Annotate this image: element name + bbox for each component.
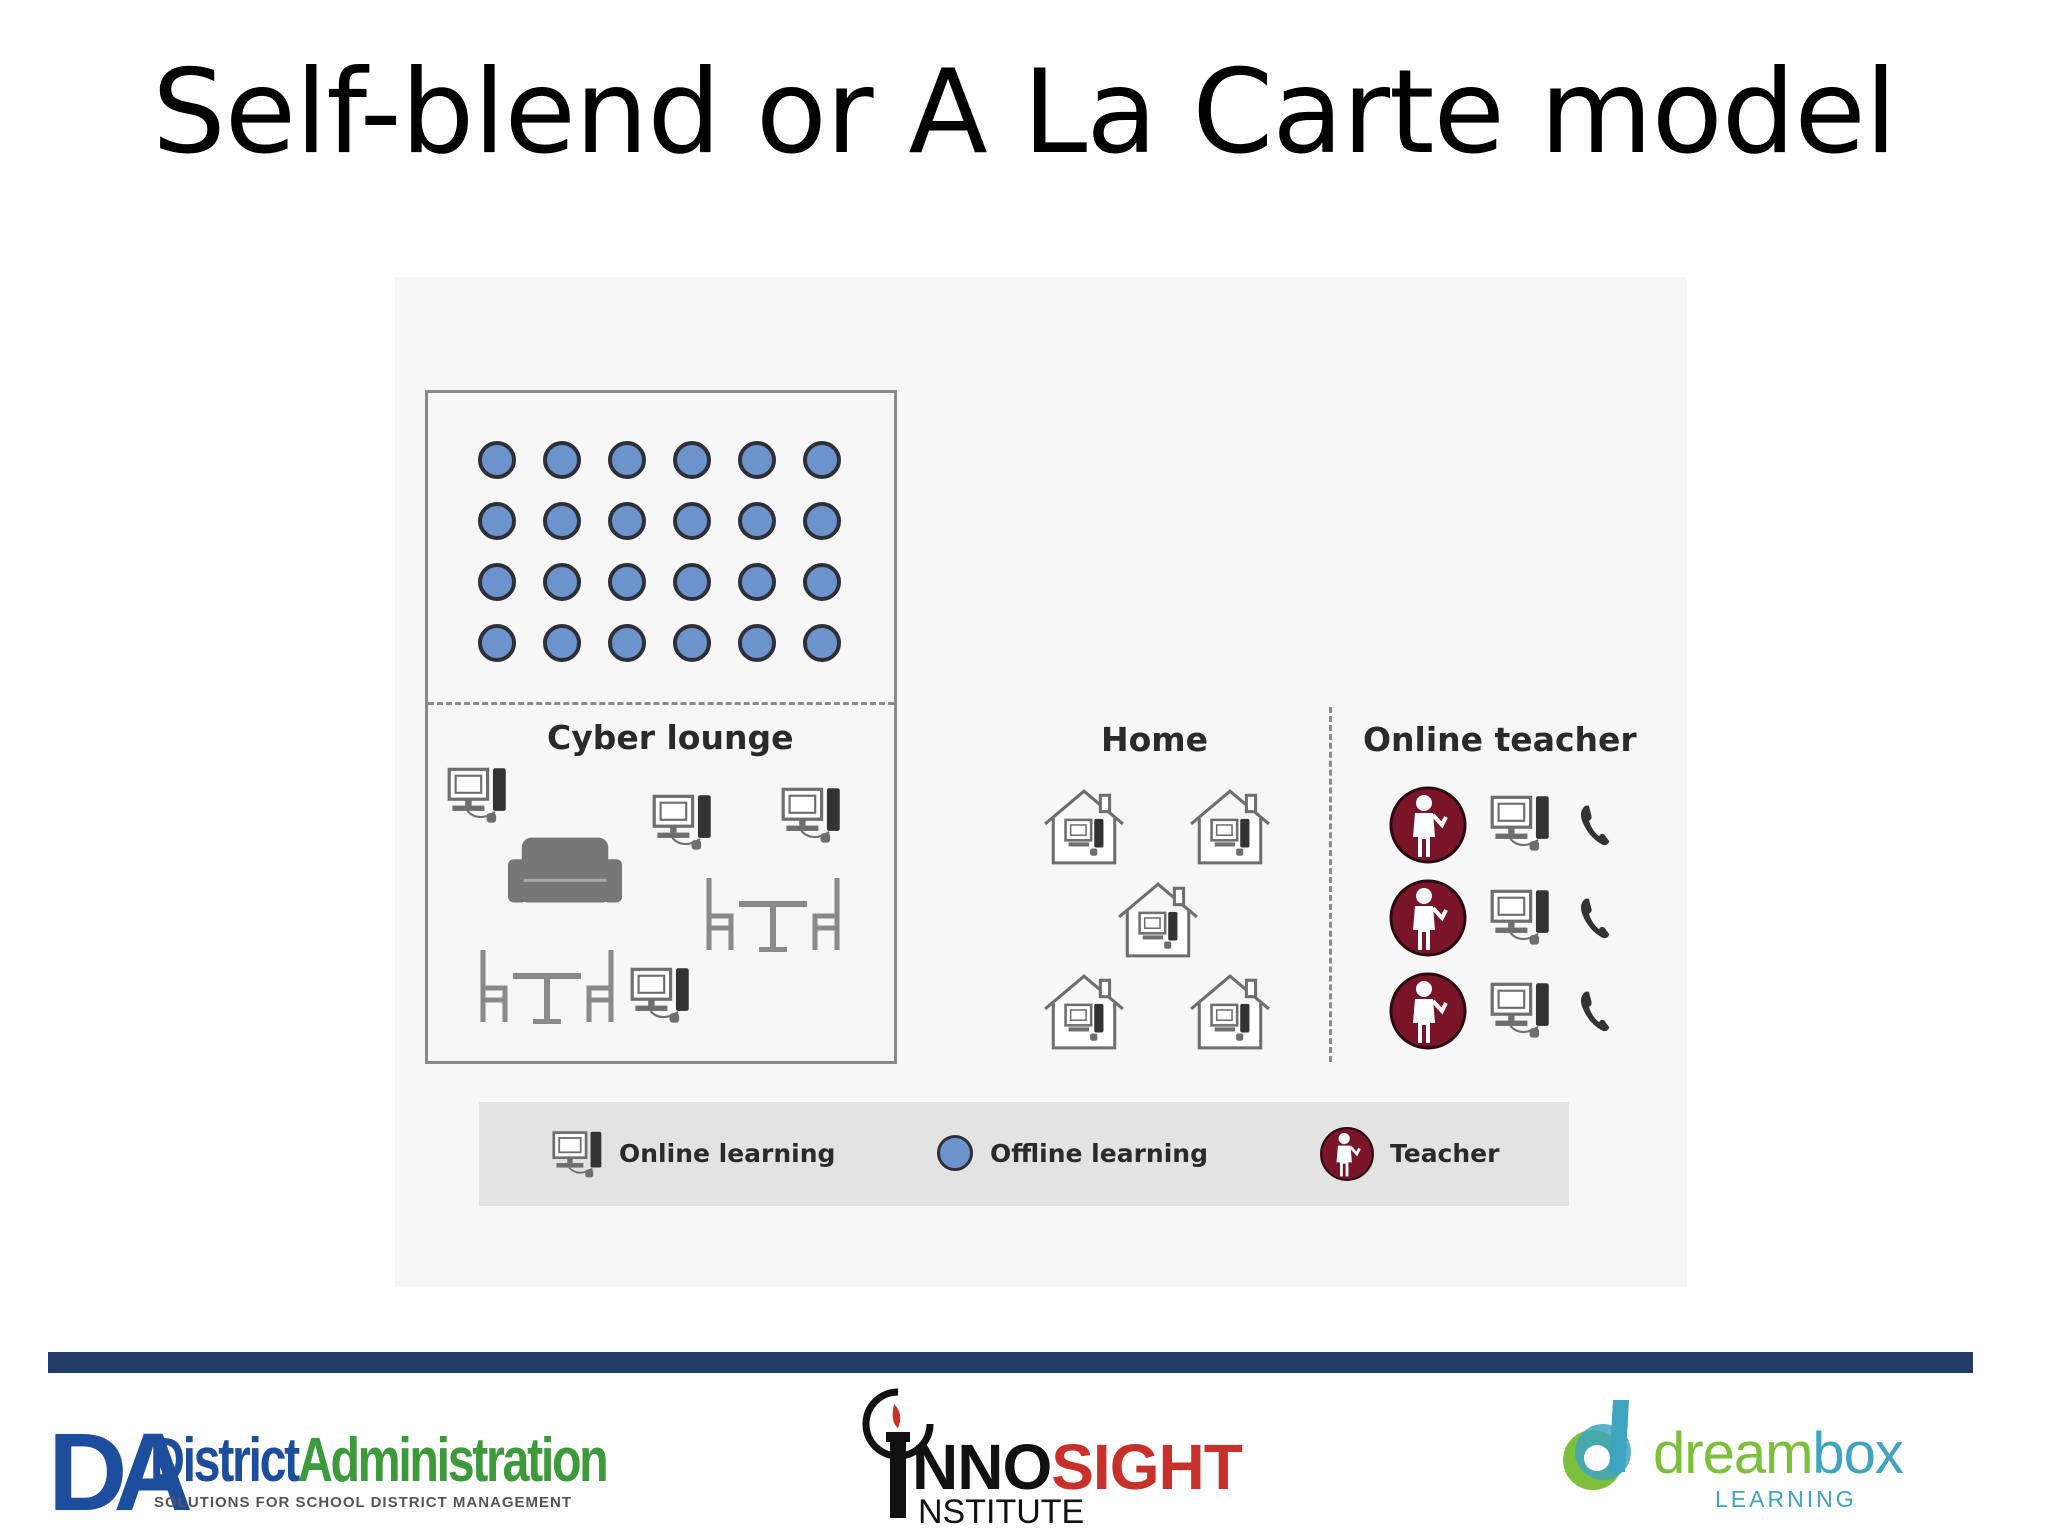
- slide-title: Self-blend or A La Carte model: [152, 45, 1897, 180]
- offline-dot: [738, 563, 776, 601]
- offline-dot: [478, 441, 516, 479]
- house-icon: [1041, 785, 1127, 867]
- offline-dot: [803, 441, 841, 479]
- computer-icon: [446, 765, 510, 827]
- offline-dot: [478, 502, 516, 540]
- legend-online-label: Online learning: [619, 1139, 836, 1168]
- house-icon: [1115, 878, 1201, 960]
- footer-rule: [48, 1352, 1973, 1373]
- dreambox-box: box: [1812, 1421, 1904, 1486]
- innosight-nno: NNO: [912, 1431, 1052, 1503]
- teacher-icon: [1388, 878, 1468, 958]
- offline-dot: [738, 441, 776, 479]
- dreambox-wordmark: dreambox: [1653, 1421, 1904, 1486]
- offline-dot: [608, 502, 646, 540]
- offline-dot: [478, 624, 516, 662]
- offline-dot: [803, 502, 841, 540]
- zone-label-home: Home: [1101, 720, 1209, 759]
- da-name: DistrictAdministration: [150, 1426, 609, 1496]
- torch-icon: [862, 1388, 934, 1518]
- offline-dot: [673, 624, 711, 662]
- dreambox-d-icon: [1563, 1400, 1631, 1490]
- lounge-dashed-divider: [428, 702, 894, 705]
- computer-icon: [1489, 887, 1553, 949]
- house-icon: [1187, 785, 1273, 867]
- offline-dot: [478, 563, 516, 601]
- dreambox-learning: LEARNING: [1715, 1486, 1857, 1512]
- dreambox-dream: dream: [1653, 1421, 1813, 1486]
- offline-dot: [608, 441, 646, 479]
- offline-dot-icon: [937, 1135, 973, 1171]
- sofa-icon: [506, 835, 624, 907]
- da-name-district: District: [150, 1426, 300, 1495]
- zone-label-online-teacher: Online teacher: [1363, 720, 1637, 759]
- table-chairs-icon: [477, 944, 617, 1024]
- innosight-wordmark: NNOSIGHT: [912, 1431, 1243, 1503]
- teacher-icon: [1388, 785, 1468, 865]
- phone-icon: [1577, 894, 1611, 944]
- computer-icon: [1489, 793, 1553, 855]
- offline-dot: [673, 563, 711, 601]
- da-mark: DA: [48, 1411, 193, 1534]
- offline-dot: [608, 563, 646, 601]
- innosight-institute: NSTITUTE: [918, 1493, 1085, 1531]
- offline-dot: [543, 502, 581, 540]
- legend-bar: [479, 1102, 1569, 1206]
- innosight-sight: SIGHT: [1051, 1431, 1243, 1503]
- computer-icon: [651, 792, 715, 854]
- da-tagline: SOLUTIONS FOR SCHOOL DISTRICT MANAGEMENT: [154, 1494, 573, 1511]
- house-icon: [1041, 970, 1127, 1052]
- legend-offline-label: Offline learning: [990, 1139, 1208, 1168]
- teacher-icon: [1319, 1126, 1375, 1182]
- phone-icon: [1577, 987, 1611, 1037]
- offline-dot: [543, 441, 581, 479]
- computer-icon: [629, 965, 693, 1027]
- offline-dot: [543, 563, 581, 601]
- zone-label-cyber-lounge: Cyber lounge: [547, 718, 794, 757]
- offline-dot: [738, 502, 776, 540]
- offline-dot: [673, 502, 711, 540]
- house-icon: [1187, 970, 1273, 1052]
- offline-dot: [543, 624, 581, 662]
- offline-dot: [608, 624, 646, 662]
- online-teacher-dashed-divider: [1329, 707, 1332, 1062]
- offline-dot: [673, 441, 711, 479]
- computer-icon: [1489, 980, 1553, 1042]
- da-name-administration: Administration: [297, 1426, 609, 1495]
- phone-icon: [1577, 801, 1611, 851]
- teacher-icon: [1388, 971, 1468, 1051]
- offline-dot: [738, 624, 776, 662]
- legend-teacher-label: Teacher: [1390, 1139, 1500, 1168]
- offline-dot: [803, 624, 841, 662]
- computer-icon: [551, 1129, 605, 1181]
- table-chairs-icon: [703, 872, 843, 952]
- computer-icon: [780, 785, 844, 847]
- offline-dot: [803, 563, 841, 601]
